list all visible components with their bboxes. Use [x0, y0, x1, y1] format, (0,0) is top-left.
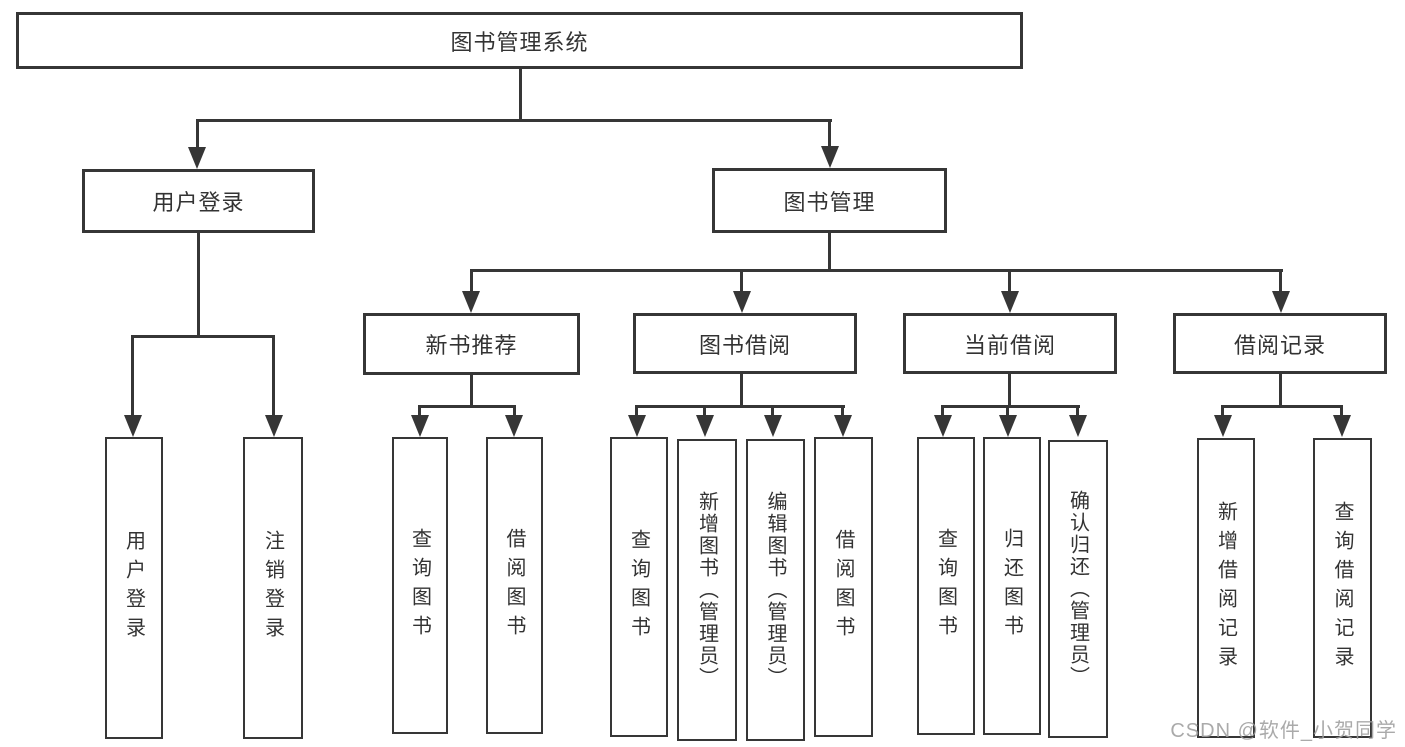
arrow-down-icon: [696, 415, 714, 437]
leaf-nbr-query-book-label: 查询图书: [408, 527, 431, 644]
connector-drop: [418, 405, 421, 417]
leaf-nbr-query-book: 查询图书: [392, 437, 448, 734]
connector-drop: [1221, 405, 1224, 417]
leaf-br-add-record: 新增借阅记录: [1197, 438, 1255, 738]
connector-borrow-records-branch: [1221, 405, 1343, 408]
leaf-bb-add-book: 新增图书（管理员）: [677, 439, 737, 741]
connector-drop-leaf-user-login: [131, 335, 134, 417]
leaf-cb-query-book-label: 查询图书: [934, 528, 957, 644]
leaf-bb-edit-book-label: 编辑图书（管理员）: [764, 491, 786, 689]
connector-drop: [941, 405, 944, 417]
connector-drop: [1006, 405, 1009, 417]
node-borrow-records-label: 借阅记录: [1233, 332, 1326, 358]
connector-user-login-stem: [197, 233, 200, 338]
leaf-br-query-record-label: 查询借阅记录: [1331, 501, 1353, 675]
connector-book-borrow-stem: [740, 374, 743, 408]
leaf-cb-return-book-label: 归还图书: [1000, 528, 1023, 644]
connector-book-management-stem: [828, 233, 831, 272]
arrow-down-icon: [1001, 291, 1019, 313]
arrow-down-icon: [764, 415, 782, 437]
leaf-cb-confirm-return: 确认归还（管理员）: [1048, 440, 1108, 738]
connector-drop: [513, 405, 516, 417]
connector-drop-current-borrow: [1008, 269, 1011, 293]
arrow-down-icon: [124, 415, 142, 437]
connector-root-stem: [519, 69, 522, 121]
node-user-login: 用户登录: [82, 169, 315, 233]
arrow-down-icon: [1333, 415, 1351, 437]
connector-drop: [1076, 405, 1079, 417]
connector-drop: [635, 405, 638, 417]
node-root-label: 图书管理系统: [450, 29, 589, 55]
leaf-bb-add-book-label: 新增图书（管理员）: [695, 491, 718, 689]
connector-current-borrow-stem: [1008, 374, 1011, 408]
connector-drop: [703, 405, 706, 417]
connector-drop-new-book-recommend: [470, 269, 473, 293]
leaf-logout: 注销登录: [243, 437, 303, 739]
connector-drop-book-management: [828, 119, 831, 150]
leaf-bb-query-book-label: 查询图书: [627, 529, 650, 645]
arrow-down-icon: [834, 415, 852, 437]
node-new-book-recommend-label: 新书推荐: [425, 333, 518, 358]
arrow-down-icon: [821, 146, 839, 168]
leaf-bb-borrow-book-label: 借阅图书: [832, 529, 854, 645]
leaf-bb-edit-book: 编辑图书（管理员）: [746, 439, 805, 741]
connector-new-book-recommend-branch: [418, 405, 516, 408]
arrow-down-icon: [505, 415, 523, 437]
connector-drop-leaf-logout: [272, 335, 275, 417]
arrow-down-icon: [411, 415, 429, 437]
arrow-down-icon: [265, 415, 283, 437]
node-current-borrow-label: 当前借阅: [963, 332, 1056, 358]
arrow-down-icon: [1214, 415, 1232, 437]
arrow-down-icon: [1272, 291, 1290, 313]
connector-new-book-recommend-stem: [470, 375, 473, 408]
watermark: CSDN @软件_小贺同学: [1170, 720, 1397, 742]
connector-root-branch: [196, 119, 832, 122]
leaf-nbr-borrow-book-label: 借阅图书: [503, 527, 525, 644]
leaf-bb-query-book: 查询图书: [610, 437, 668, 737]
leaf-bb-borrow-book: 借阅图书: [814, 437, 873, 737]
node-book-management-label: 图书管理: [783, 189, 876, 215]
arrow-down-icon: [462, 291, 480, 313]
node-new-book-recommend: 新书推荐: [363, 313, 580, 375]
connector-drop: [841, 405, 844, 417]
leaf-br-query-record: 查询借阅记录: [1313, 438, 1372, 738]
connector-drop-book-borrow: [740, 269, 743, 293]
leaf-br-add-record-label: 新增借阅记录: [1214, 501, 1237, 675]
node-root: 图书管理系统: [16, 12, 1023, 69]
arrow-down-icon: [733, 291, 751, 313]
arrow-down-icon: [999, 415, 1017, 437]
node-borrow-records: 借阅记录: [1173, 313, 1387, 374]
arrow-down-icon: [934, 415, 952, 437]
node-book-borrow: 图书借阅: [633, 313, 857, 374]
connector-drop-borrow-records: [1279, 269, 1282, 293]
arrow-down-icon: [188, 147, 206, 169]
connector-drop: [771, 405, 774, 417]
connector-book-management-branch: [470, 269, 1283, 272]
connector-drop-user-login: [196, 119, 199, 150]
node-book-borrow-label: 图书借阅: [698, 332, 791, 358]
node-user-login-label: 用户登录: [152, 190, 245, 215]
connector-borrow-records-stem: [1279, 374, 1282, 408]
arrow-down-icon: [628, 415, 646, 437]
connector-user-login-branch: [131, 335, 275, 338]
leaf-user-login-label: 用户登录: [122, 530, 145, 646]
leaf-logout-label: 注销登录: [261, 530, 284, 646]
connector-drop: [1340, 405, 1343, 417]
leaf-nbr-borrow-book: 借阅图书: [486, 437, 543, 734]
node-current-borrow: 当前借阅: [903, 313, 1117, 374]
leaf-user-login: 用户登录: [105, 437, 163, 739]
leaf-cb-confirm-return-label: 确认归还（管理员）: [1066, 490, 1089, 688]
connector-book-borrow-branch: [636, 405, 845, 408]
connector-current-borrow-branch: [941, 405, 1080, 408]
arrow-down-icon: [1069, 415, 1087, 437]
leaf-cb-return-book: 归还图书: [983, 437, 1041, 735]
node-book-management: 图书管理: [712, 168, 947, 233]
leaf-cb-query-book: 查询图书: [917, 437, 975, 735]
